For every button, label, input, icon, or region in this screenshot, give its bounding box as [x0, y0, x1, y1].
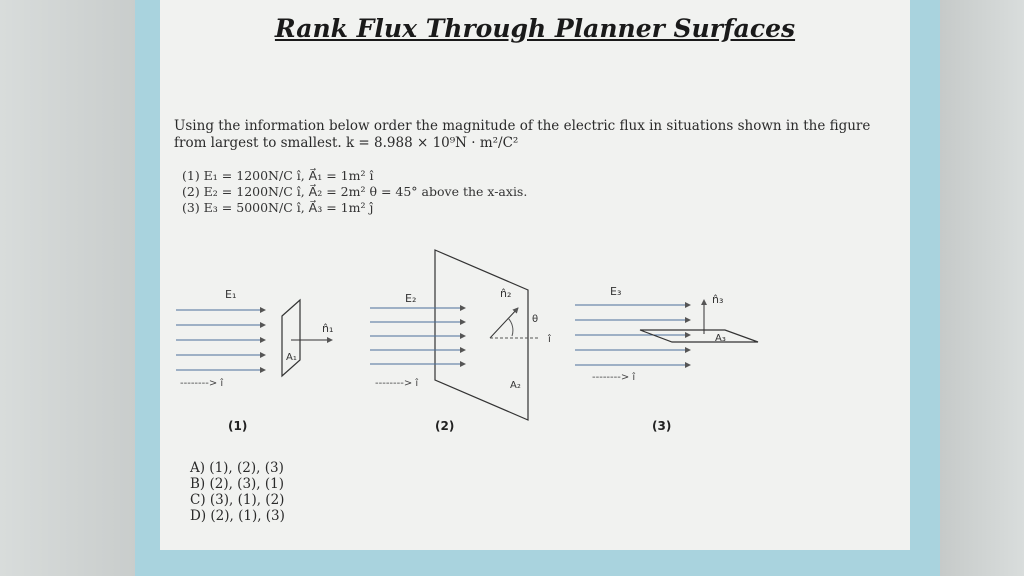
question-intro: Using the information below order the ma…	[174, 118, 871, 151]
normal-label-3: n̂₃	[712, 293, 723, 306]
figure-label-1: (1)	[228, 419, 248, 433]
field-label-3: E₃	[610, 285, 621, 298]
answer-b: B) (2), (3), (1)	[190, 476, 285, 492]
answer-choices: A) (1), (2), (3) B) (2), (3), (1) C) (3)…	[190, 460, 285, 524]
normal-vector-2	[489, 307, 519, 339]
surface-1	[281, 298, 301, 378]
monitor-bezel-left	[0, 0, 135, 576]
theta-arc-2	[507, 317, 514, 337]
answer-a: A) (1), (2), (3)	[190, 460, 284, 476]
area-label-2: A₂	[510, 380, 521, 391]
axis-label-2: --------> î	[375, 377, 418, 389]
axis-small-label-2: î	[547, 333, 551, 345]
answer-c: C) (3), (1), (2)	[190, 492, 285, 508]
conditions-list: (1) E₁ = 1200N/C î, A⃗₁ = 1m² î (2) E₂ =…	[182, 168, 527, 216]
monitor-bezel-right	[940, 0, 1024, 576]
area-label-3: A₃	[715, 333, 726, 344]
area-label-1: A₁	[286, 352, 297, 363]
surface-3	[639, 329, 759, 343]
normal-label-2: n̂₂	[500, 287, 511, 300]
normal-label-1: n̂₁	[322, 322, 333, 335]
figure-label-3: (3)	[652, 419, 672, 433]
field-lines-1	[176, 307, 266, 373]
condition-3: (3) E₃ = 5000N/C î, A⃗₃ = 1m² ĵ	[182, 200, 374, 215]
theta-label-2: θ	[532, 314, 538, 325]
flux-figures: E₁ n̂₁ A₁ --------> î E₂ n̂₂ θ î A₂ ----…	[176, 249, 759, 421]
condition-1: (1) E₁ = 1200N/C î, A⃗₁ = 1m² î	[182, 168, 374, 183]
field-label-1: E₁	[225, 288, 236, 301]
figure-2: E₂ n̂₂ θ î A₂ --------> î	[370, 249, 551, 421]
surface-2	[434, 249, 529, 421]
answer-d: D) (2), (1), (3)	[190, 508, 285, 524]
field-label-2: E₂	[405, 292, 416, 305]
figure-label-2: (2)	[435, 419, 455, 433]
axis-label-1: --------> î	[180, 377, 223, 389]
figure-3: E₃ n̂₃ A₃ --------> î	[575, 285, 759, 383]
page-title: Rank Flux Through Planner Surfaces	[274, 14, 796, 43]
question-sheet: Rank Flux Through Planner Surfaces Using…	[160, 0, 910, 550]
field-lines-2	[370, 305, 466, 367]
figure-1: E₁ n̂₁ A₁ --------> î	[176, 288, 333, 389]
condition-2: (2) E₂ = 1200N/C î, A⃗₂ = 2m² θ = 45° ab…	[182, 184, 528, 199]
axis-label-3: --------> î	[592, 371, 635, 383]
field-lines-3	[575, 302, 691, 368]
